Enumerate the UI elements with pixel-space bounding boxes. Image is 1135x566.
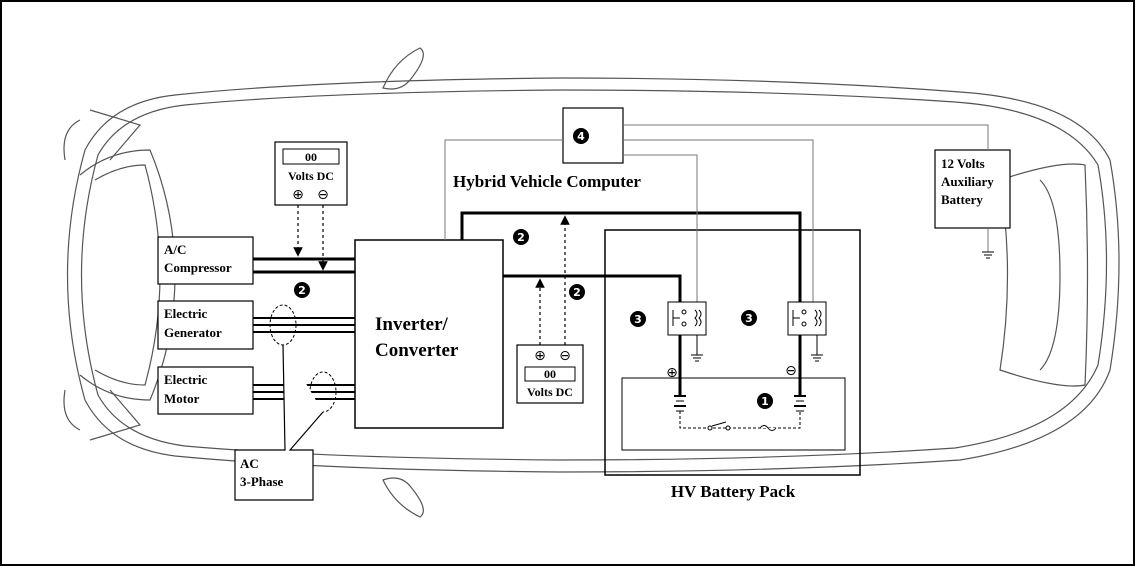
battery-cells-box	[621, 377, 846, 451]
center-meter-plus-icon: ⊕	[534, 348, 546, 364]
relay-negative	[787, 301, 827, 362]
aux-battery-box	[934, 149, 1011, 229]
aux-ground-icon	[982, 251, 994, 259]
left-meter-plus-icon: ⊕	[292, 187, 304, 203]
hv-computer-label: Hybrid Vehicle Computer	[453, 172, 641, 191]
center-meter-minus-icon: ⊖	[559, 348, 571, 364]
generator-label-2: Generator	[164, 325, 222, 340]
battery-minus-icon: ⊖	[785, 363, 797, 379]
inverter-label-2: Converter	[375, 340, 459, 361]
svg-text:3: 3	[634, 313, 642, 326]
generator-box	[157, 300, 254, 350]
svg-text:1: 1	[761, 395, 769, 408]
ac-compressor-label-1: A/C	[164, 242, 186, 257]
inverter-label-1: Inverter/	[375, 314, 449, 335]
svg-text:3: 3	[745, 312, 753, 325]
left-meter-reading: 00	[305, 150, 317, 164]
relay-positive	[667, 301, 707, 362]
marker-2-center: 2	[569, 284, 585, 300]
svg-text:2: 2	[517, 231, 525, 244]
aux-battery-label-1: 12 Volts	[941, 156, 985, 171]
car-outline	[63, 47, 1120, 518]
ac-compressor-label-2: Compressor	[164, 260, 232, 275]
motor-box	[157, 366, 254, 415]
marker-4: 4	[573, 128, 589, 144]
hv-battery-pack-label: HV Battery Pack	[671, 482, 796, 501]
hv-battery-pack-box	[604, 229, 861, 476]
inverter-box	[354, 239, 504, 429]
ac-phase-label-2: 3-Phase	[240, 474, 284, 489]
generator-label-1: Electric	[164, 306, 208, 321]
hv-computer-box	[562, 107, 624, 164]
aux-battery-label-3: Battery	[941, 192, 983, 207]
svg-text:4: 4	[577, 130, 585, 143]
marker-2-left: 2	[294, 282, 310, 298]
motor-label-2: Motor	[164, 391, 200, 406]
center-voltmeter: ⊕ ⊖ 00 Volts DC	[516, 344, 584, 404]
control-wiring	[444, 124, 989, 302]
center-meter-unit: Volts DC	[527, 385, 573, 399]
left-meter-minus-icon: ⊖	[317, 187, 329, 203]
ac-phase-callout	[234, 344, 324, 501]
marker-1: 1	[757, 393, 773, 409]
ac-phase-label-1: AC	[240, 456, 259, 471]
svg-text:2: 2	[573, 286, 581, 299]
meter-arrows	[293, 205, 570, 345]
hv-wiring	[253, 211, 802, 395]
marker-2-top: 2	[513, 229, 529, 245]
motor-label-1: Electric	[164, 372, 208, 387]
svg-text:2: 2	[298, 284, 306, 297]
left-voltmeter: 00 Volts DC ⊕ ⊖	[274, 141, 348, 206]
marker-3-left: 3	[630, 311, 646, 327]
battery-plus-icon: ⊕	[666, 365, 678, 381]
aux-battery-label-2: Auxiliary	[941, 174, 994, 189]
left-meter-unit: Volts DC	[288, 169, 334, 183]
marker-3-right: 3	[741, 310, 757, 326]
center-meter-reading: 00	[544, 367, 556, 381]
ac-compressor-box	[157, 236, 254, 285]
battery-cells	[674, 395, 806, 431]
